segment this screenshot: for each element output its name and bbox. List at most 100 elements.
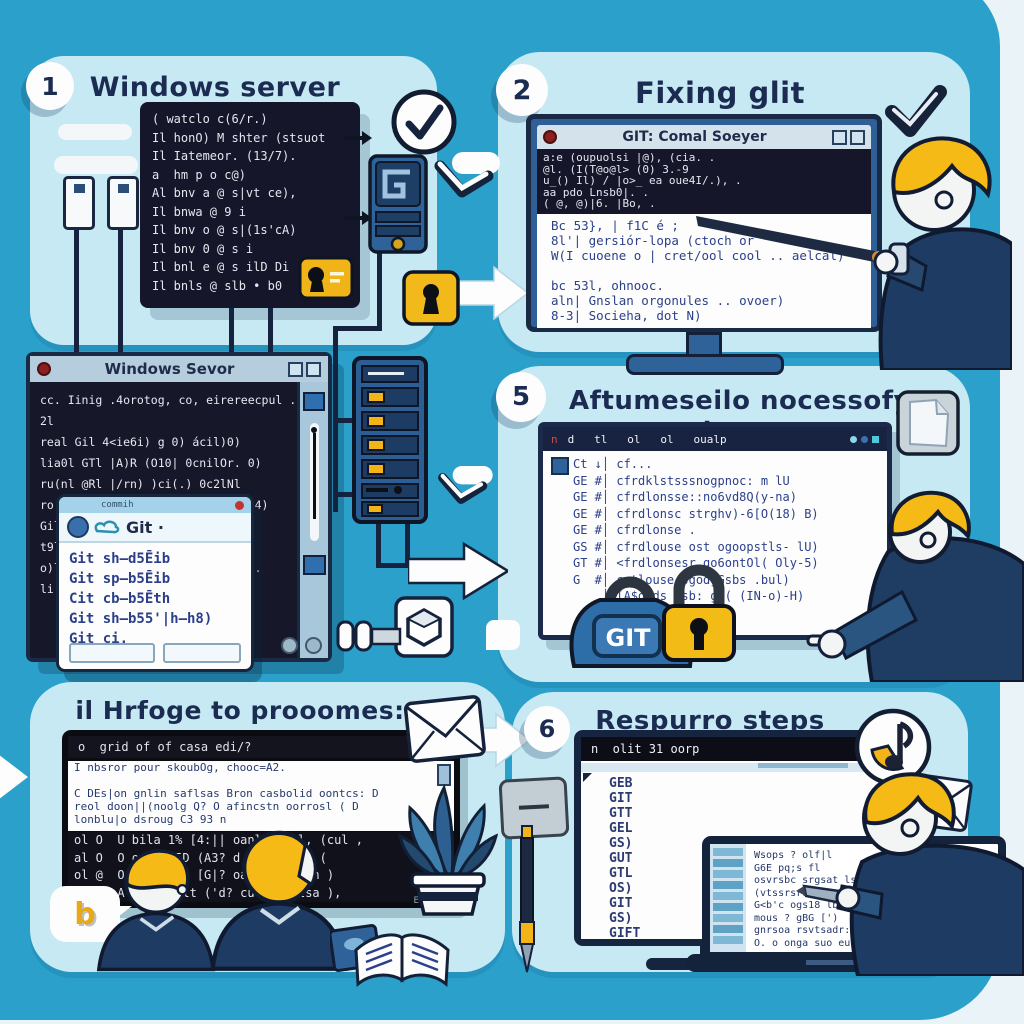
window-menubar: n d tl ol ol oualp xyxy=(543,427,887,451)
window-title: GIT: Comal Soeyer xyxy=(622,129,767,145)
laptop-sidebar xyxy=(710,844,746,952)
doc-section: I nbsror pour skoubOg, chooc=A2. C DEs|o… xyxy=(68,761,454,831)
sidebar-row xyxy=(713,870,743,878)
envelope-icon xyxy=(403,695,486,763)
sidebar-row xyxy=(713,859,743,867)
step-badge-5: 5 xyxy=(496,372,546,422)
doc-lines: I nbsror pour skoubOg, chooc=A2. C DEs|o… xyxy=(74,761,379,826)
usb-stick-icon xyxy=(107,176,139,230)
menubar-dot xyxy=(850,435,857,443)
checkmark-icon xyxy=(885,85,947,137)
panel1-title: Windows server xyxy=(89,72,341,103)
monitor-base xyxy=(626,354,784,375)
arrow-right-icon xyxy=(456,265,528,321)
key-badge-icon xyxy=(298,256,354,300)
git-popup-window: commih Git · Git sh—d5Ēib Git sp—b5Ēib C… xyxy=(56,494,254,672)
plant-icon xyxy=(398,784,498,916)
sidebar-row xyxy=(713,914,743,922)
step-badge-2: 2 xyxy=(496,64,548,116)
window-minimize-button xyxy=(832,129,847,145)
scrollbar-knob xyxy=(311,427,317,433)
resize-dot xyxy=(281,637,298,654)
step-badge-6: 6 xyxy=(524,706,570,752)
code-lines: ( watclo c(6/r.) Il honO) M shter (stsuo… xyxy=(152,112,326,293)
scroll-up-button xyxy=(303,392,325,411)
scroll-down-button xyxy=(302,555,326,575)
scrollbar-bar xyxy=(312,433,316,519)
window-maximize-button xyxy=(850,129,865,145)
window-close-dot xyxy=(543,130,557,144)
connector-wire xyxy=(377,252,382,330)
connector-wire xyxy=(333,492,355,497)
connector-wire xyxy=(118,228,123,354)
popup-header-label: Git · xyxy=(126,517,164,537)
connector-wire xyxy=(405,524,410,568)
screen-title: n olit 31 oorp xyxy=(591,742,700,756)
sidebar-row xyxy=(713,881,743,889)
git-backpack-icon xyxy=(569,576,693,668)
file-mini-icon xyxy=(551,457,569,475)
sidebar-row xyxy=(713,903,743,911)
lock-icon xyxy=(402,270,460,326)
connector-wire xyxy=(376,563,410,568)
panel4-title: il Hrfoge to prooomes:... xyxy=(75,696,435,725)
popup-button xyxy=(69,643,155,663)
arrow-right-icon xyxy=(344,131,372,145)
window-titlebar: Windows Sevor xyxy=(30,356,328,382)
usb-stick-icon xyxy=(63,176,95,230)
window-titlebar: GIT: Comal Soeyer xyxy=(537,125,871,149)
package-box-icon xyxy=(394,596,454,658)
popup-header: Git · xyxy=(59,513,251,543)
paper-icon xyxy=(896,390,960,456)
usb-chip xyxy=(117,184,129,193)
connector-wire xyxy=(268,298,273,354)
laptop-trackpad xyxy=(806,960,896,965)
cloud-branch-icon xyxy=(94,520,120,534)
git-command-lines: Git sh—d5Ēib Git sp—b5Ēib Cit cb—b5Ēth G… xyxy=(69,551,213,647)
chevron-deco-icon xyxy=(434,152,500,198)
speech-tail-deco xyxy=(486,620,520,650)
book-icon xyxy=(330,924,450,988)
pen-icon xyxy=(519,825,535,973)
backpack-label: GIT xyxy=(605,624,651,652)
sidebar-row xyxy=(713,848,743,856)
person-pointing xyxy=(696,136,1012,370)
menubar-dot xyxy=(872,435,879,443)
corner-fold xyxy=(583,773,592,782)
doc-section: Bc 53}, | f1C é ; 8l'| gersiór-lopa (cto… xyxy=(537,214,871,328)
plug-icon xyxy=(336,620,402,652)
menubar-items: d tl ol ol oualp xyxy=(567,432,727,446)
terminal-lines: a:e (oupuolsi |@), (cia. . @l. (I(T@o@l>… xyxy=(543,151,742,210)
connector-wire xyxy=(74,228,79,354)
popup-titlebar: commih xyxy=(59,497,251,513)
person-back-view xyxy=(96,849,216,972)
cable-bar xyxy=(54,156,138,174)
scrollbar-segment xyxy=(758,763,849,768)
scrollbar-column xyxy=(297,382,328,658)
step-number: 5 xyxy=(511,382,531,412)
connector-wire xyxy=(376,520,381,568)
step-badge-1: 1 xyxy=(26,62,74,110)
chevron-deco-icon xyxy=(438,466,493,504)
step-number: 6 xyxy=(538,715,556,743)
doc-lines: Bc 53}, | f1C é ; 8l'| gersiór-lopa (cto… xyxy=(551,218,845,323)
usb-chip xyxy=(73,184,85,193)
arrow-right-icon xyxy=(0,755,28,799)
arrow-right-icon xyxy=(344,211,372,225)
window-close-dot xyxy=(37,362,51,376)
sidebar-row xyxy=(713,925,743,933)
sidebar-row xyxy=(713,892,743,900)
scrollbar-track xyxy=(309,423,319,541)
person-with-pen xyxy=(796,772,1024,976)
terminal-section: a:e (oupuolsi |@), (cia. . @l. (I(T@o@l>… xyxy=(537,149,871,214)
window-minimize-button xyxy=(288,361,303,377)
popup-button xyxy=(163,643,241,663)
git-rows: Ct ↓│ cf... GE #│ cfrdklstsssnogpnoc: m … xyxy=(573,457,819,603)
connector-wire xyxy=(333,418,355,423)
logo-glyph: b xyxy=(74,896,96,932)
popup-close-dot xyxy=(235,500,244,510)
speech-bubble-tail xyxy=(114,906,132,920)
window-maximize-button xyxy=(306,361,321,377)
arrow-right-icon xyxy=(408,541,508,601)
